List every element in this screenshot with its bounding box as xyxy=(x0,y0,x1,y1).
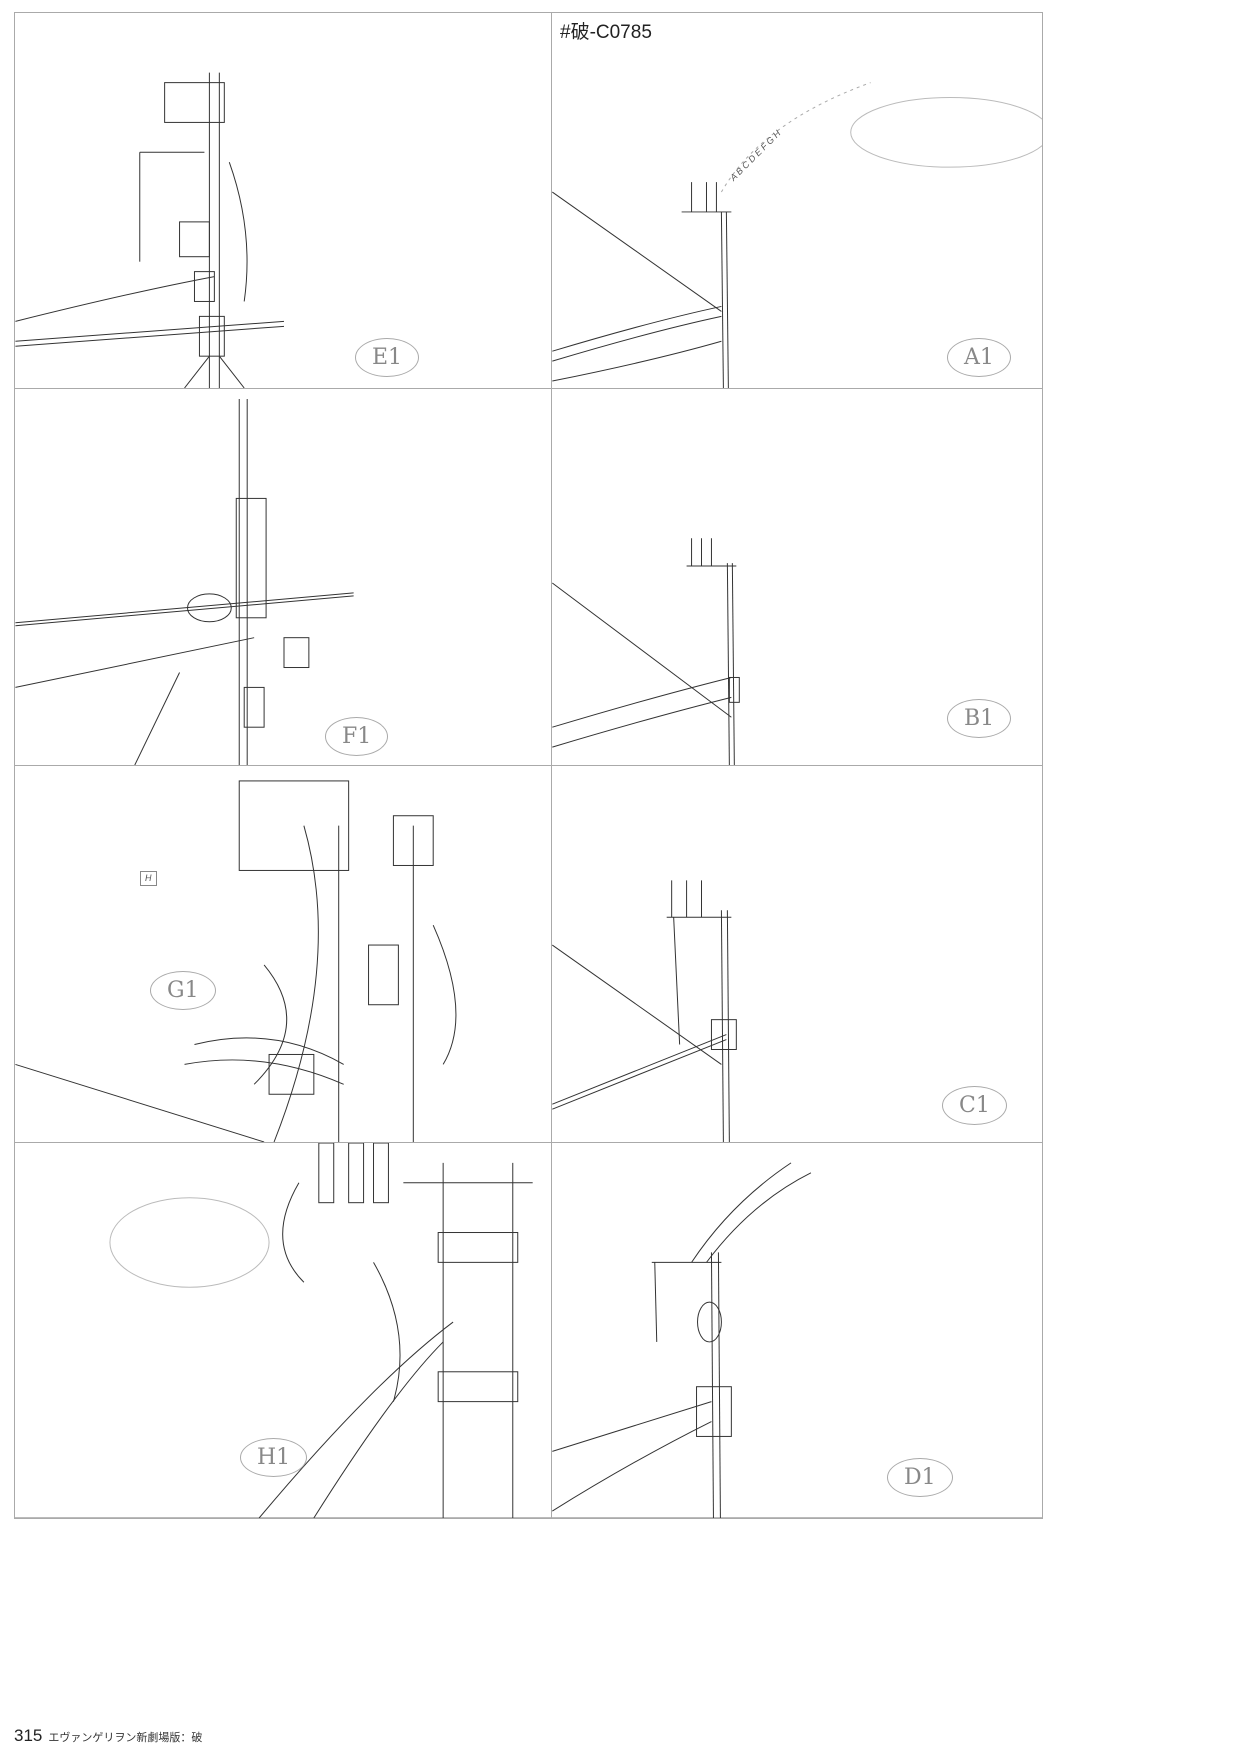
cut-number: #破-C0785 xyxy=(560,22,652,43)
panel-g1: H G1 xyxy=(14,765,552,1143)
panel-label: D1 xyxy=(887,1458,953,1497)
utility-pole-sketch xyxy=(109,1143,533,1518)
panel-d1: D1 xyxy=(551,1142,1043,1519)
page-footer: 315 エヴァンゲリヲン新劇場版：破 xyxy=(14,1726,202,1746)
panel-label: C1 xyxy=(942,1086,1007,1125)
utility-pole-sketch xyxy=(552,538,740,765)
utility-pole-sketch xyxy=(15,72,285,388)
panel-label: G1 xyxy=(150,971,216,1010)
panel-label: F1 xyxy=(325,717,389,756)
panel-label: B1 xyxy=(947,699,1012,738)
panel-label: H1 xyxy=(240,1438,308,1477)
panel-label: A1 xyxy=(947,338,1011,377)
utility-pole-sketch xyxy=(552,880,737,1142)
panel-label: E1 xyxy=(355,338,420,377)
page-number: 315 xyxy=(14,1726,43,1745)
panel-b1: B1 xyxy=(551,388,1043,766)
utility-pole-sketch xyxy=(552,82,1042,388)
panel-a1: #破-C0785 A B C D E F G H A1 xyxy=(551,12,1043,389)
panel-e1: E1 xyxy=(14,12,552,389)
g1-note: H xyxy=(140,871,157,886)
panel-f1: F1 xyxy=(14,388,552,766)
panel-h1: H1 xyxy=(14,1142,552,1519)
panel-c1: C1 xyxy=(551,765,1043,1143)
utility-pole-sketch xyxy=(15,780,457,1142)
utility-pole-sketch xyxy=(552,1162,812,1518)
utility-pole-sketch xyxy=(15,398,354,765)
book-title: エヴァンゲリヲン新劇場版：破 xyxy=(48,1731,203,1744)
